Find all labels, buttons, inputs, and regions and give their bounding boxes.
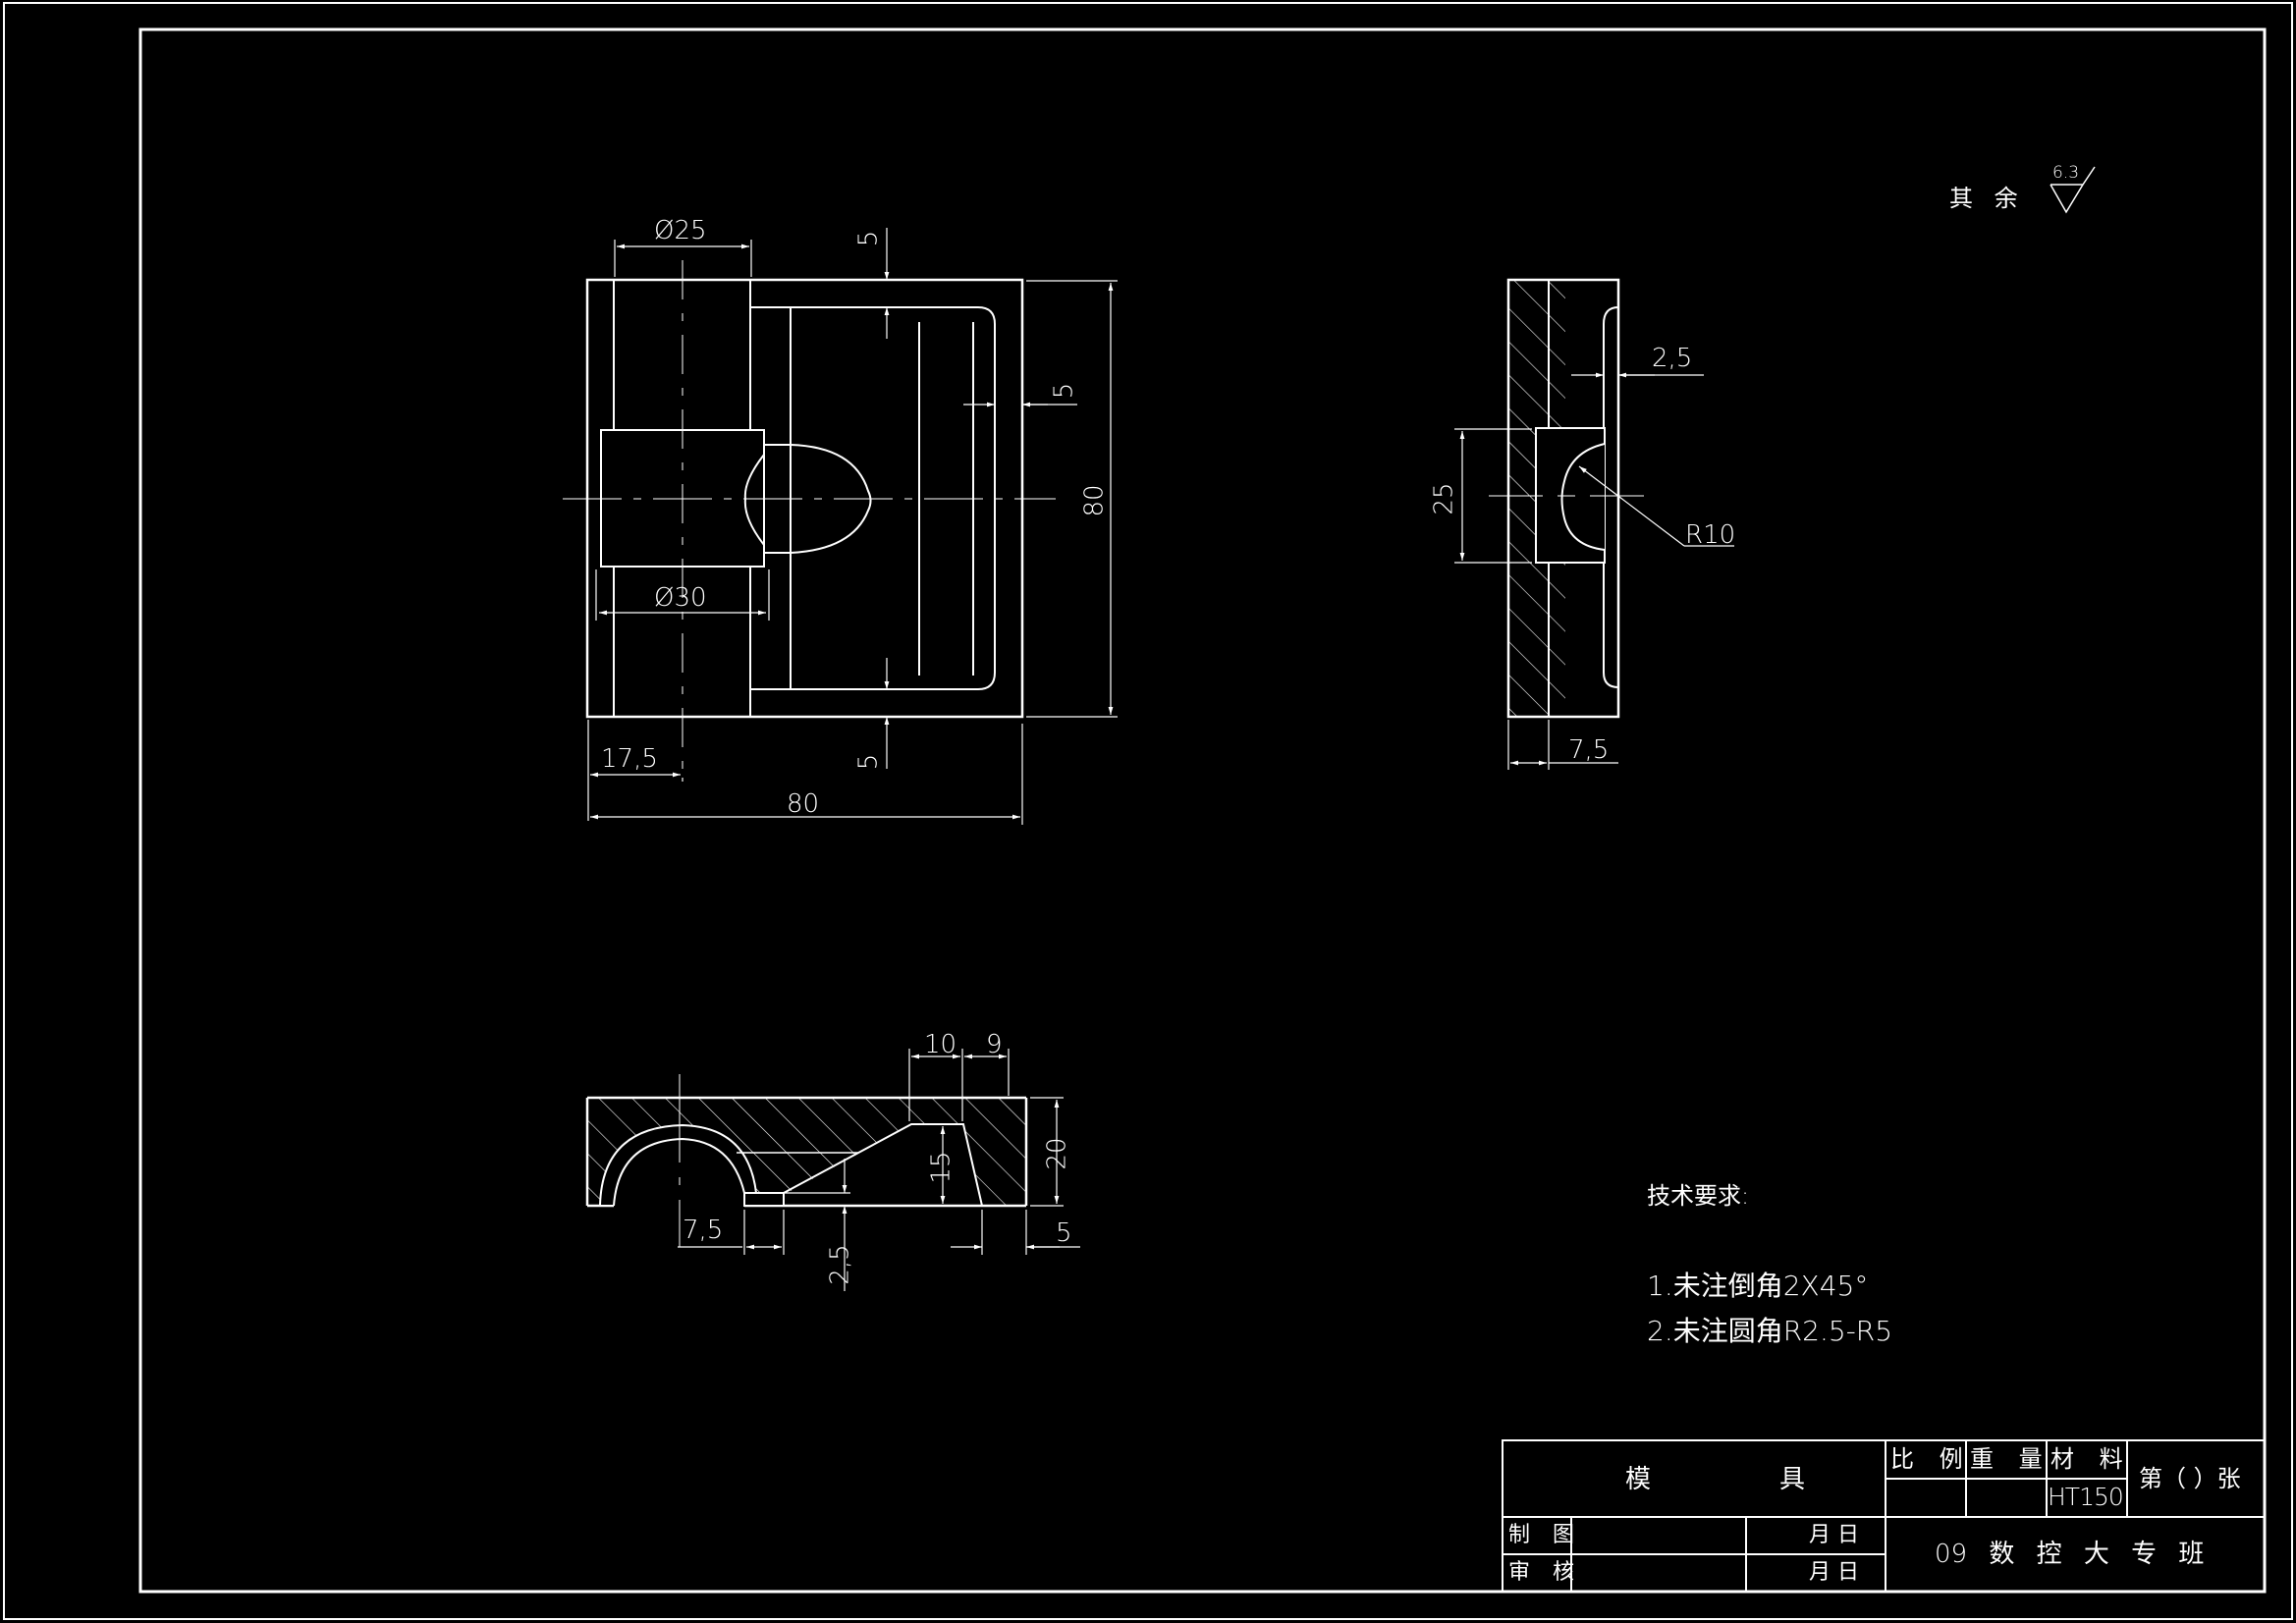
side-view bbox=[1454, 278, 1734, 770]
title-block-grid bbox=[1502, 1439, 2266, 1593]
dim-right-offset-5: 5 bbox=[1056, 1218, 1072, 1248]
dim-bottom-wall-5: 5 bbox=[853, 753, 884, 771]
dim-width-80: 80 bbox=[787, 789, 820, 819]
roughness-label: 其 余 bbox=[1949, 185, 2018, 212]
sheet-frame bbox=[3, 2, 2293, 1620]
front-view bbox=[563, 228, 1118, 825]
organization-name: 09 数 控 大 专 班 bbox=[1935, 1540, 2205, 1569]
scale-label: 比 例 bbox=[1890, 1445, 1963, 1473]
drawn-by-label: 制 图 bbox=[1508, 1523, 1574, 1547]
dim-top-9: 9 bbox=[986, 1030, 1003, 1059]
dim-step-2-5: 2,5 bbox=[825, 1244, 855, 1285]
material-value: HT150 bbox=[2048, 1483, 2124, 1511]
dim-groove-2-5: 2,5 bbox=[1652, 344, 1693, 373]
dim-top-wall-5: 5 bbox=[853, 230, 884, 247]
checked-name-field[interactable] bbox=[1573, 1556, 1744, 1590]
material-label: 材 料 bbox=[2050, 1445, 2123, 1473]
part-name-right: 具 bbox=[1779, 1465, 1806, 1494]
dim-slot-25: 25 bbox=[1429, 482, 1459, 515]
dim-height-80: 80 bbox=[1079, 484, 1110, 517]
tech-req-item-2: 2.未注圆角R2.5-R5 bbox=[1647, 1315, 1893, 1347]
drawn-date-label: 月 日 bbox=[1809, 1523, 1859, 1547]
dim-offset-17-5: 17,5 bbox=[601, 744, 658, 774]
part-name-left: 模 bbox=[1625, 1465, 1652, 1494]
outer-border bbox=[3, 2, 2293, 1620]
tech-req-title: 技术要求: bbox=[1647, 1182, 1750, 1210]
dim-inner-15: 15 bbox=[926, 1151, 957, 1184]
dim-step-7-5: 7,5 bbox=[683, 1216, 724, 1245]
sheet-number-label: 第（ ）张 bbox=[2139, 1465, 2241, 1492]
dim-dia-30: Ø30 bbox=[654, 583, 707, 613]
dim-top-10: 10 bbox=[924, 1030, 957, 1059]
dim-dia-25: Ø25 bbox=[654, 216, 707, 245]
weight-label: 重 量 bbox=[1970, 1445, 2043, 1473]
checked-date-label: 月 日 bbox=[1809, 1560, 1859, 1585]
roughness-symbol bbox=[2050, 166, 2096, 214]
inner-border bbox=[138, 27, 2267, 1594]
drawn-name-field[interactable] bbox=[1573, 1519, 1744, 1552]
dim-thickness-7-5: 7,5 bbox=[1568, 735, 1610, 765]
dim-total-20: 20 bbox=[1042, 1137, 1072, 1170]
roughness-value: 6.3 bbox=[2052, 163, 2080, 183]
checked-by-label: 审 核 bbox=[1508, 1560, 1574, 1585]
section-view bbox=[585, 1049, 1080, 1291]
dim-radius-r10: R10 bbox=[1685, 520, 1736, 550]
dim-right-wall-5: 5 bbox=[1049, 382, 1079, 400]
tech-req-item-1: 1.未注倒角2X45° bbox=[1647, 1270, 1869, 1302]
